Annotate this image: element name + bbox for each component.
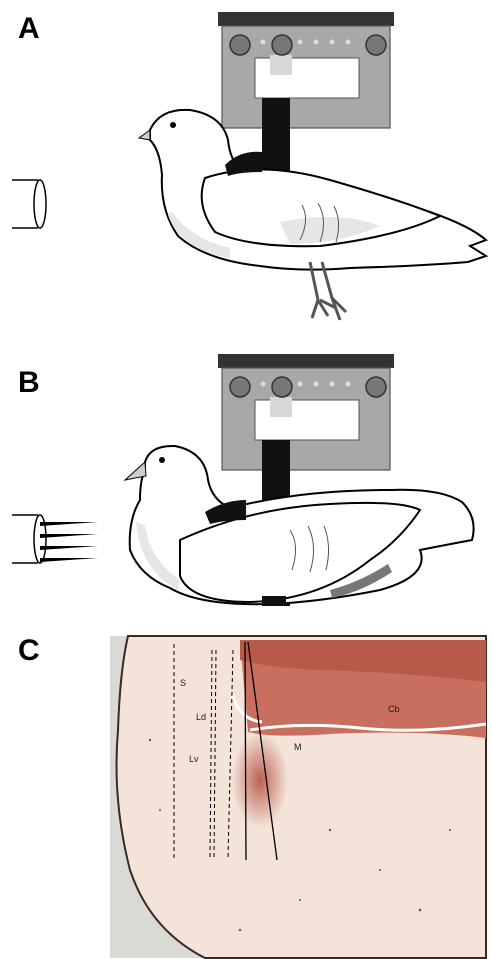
panel-a: A bbox=[0, 0, 492, 340]
region-label-lv: Lv bbox=[189, 754, 199, 764]
pigeon-illustration bbox=[139, 110, 486, 320]
brain-section-micrograph: S Ld Lv Cb M bbox=[0, 630, 492, 959]
region-label-m: M bbox=[294, 742, 302, 752]
panel-b-figure bbox=[0, 340, 492, 630]
panel-c: C S Ld Lv Cb M bbox=[0, 630, 492, 959]
air-nozzle-icon bbox=[12, 180, 46, 228]
region-label-ld: Ld bbox=[196, 712, 206, 722]
air-puff-icon bbox=[40, 522, 98, 562]
panel-a-figure bbox=[0, 0, 492, 340]
panel-b: B bbox=[0, 340, 492, 630]
region-label-cb: Cb bbox=[388, 704, 400, 714]
region-label-s: S bbox=[180, 678, 186, 688]
tracer-stain bbox=[232, 732, 288, 828]
